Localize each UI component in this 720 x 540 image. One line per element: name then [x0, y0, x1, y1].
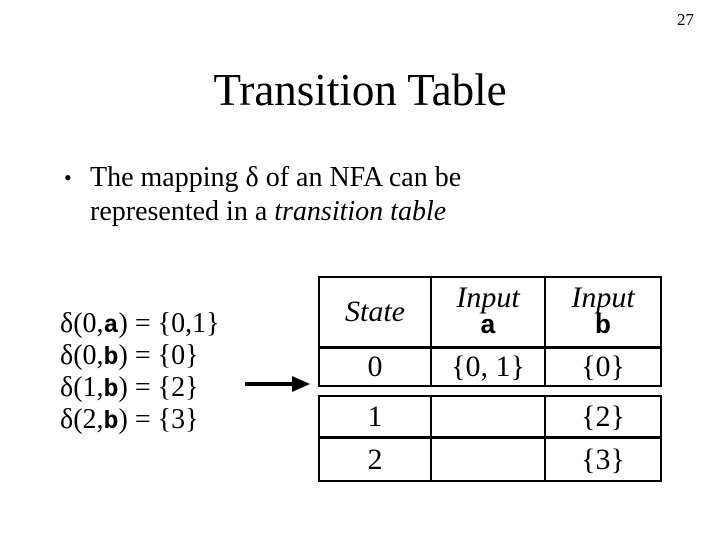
- header-state-label: State: [345, 295, 405, 328]
- equation-prefix: δ(0,: [60, 308, 104, 339]
- header-cell-input-b: Input b: [546, 278, 660, 346]
- cell-state: 2: [320, 439, 432, 480]
- state-value: 1: [367, 399, 383, 433]
- bullet-line-2-italic: transition table: [274, 196, 447, 227]
- equation-row: δ(1,b) = {2}: [60, 373, 220, 405]
- slide-title: Transition Table: [213, 65, 507, 115]
- bullet-item: • The mapping δ of an NFA can be represe…: [64, 161, 534, 229]
- delta-equations: δ(0,a) = {0,1} δ(0,b) = {0} δ(1,b) = {2}…: [60, 309, 220, 437]
- cell-input-b: {2}: [546, 397, 660, 436]
- transition-set: {0, 1}: [451, 350, 525, 383]
- header-input-a-symbol: a: [479, 312, 497, 342]
- equation-result: ) = {0}: [118, 340, 199, 371]
- equation-row: δ(2,b) = {3}: [60, 405, 220, 437]
- equation-result: ) = {3}: [118, 404, 199, 435]
- transition-set: {3}: [581, 442, 625, 476]
- header-input-label: Input: [456, 281, 520, 314]
- bullet-marker: •: [64, 165, 72, 190]
- equation-result: ) = {0,1}: [118, 308, 220, 339]
- transition-set: {0}: [581, 350, 625, 383]
- cell-state: 0: [320, 349, 432, 385]
- bullet-text: The mapping δ of an NFA can be represent…: [90, 161, 461, 229]
- header-cell-input-a: Input a: [432, 278, 546, 346]
- cell-input-a: {0, 1}: [432, 349, 546, 385]
- table-header-row: State Input a Input b: [318, 276, 662, 348]
- equation-input-symbol: b: [103, 343, 119, 372]
- equation-prefix: δ(1,: [60, 372, 104, 403]
- transition-table: State Input a Input b 0 {0, 1} {0} 1: [318, 276, 662, 482]
- right-arrow-icon: [243, 372, 311, 396]
- header-input-label: Input: [571, 281, 635, 314]
- cell-input-a: [432, 397, 546, 436]
- equation-prefix: δ(2,: [60, 404, 104, 435]
- page-number: 27: [677, 10, 694, 29]
- state-value: 0: [367, 350, 383, 383]
- cell-state: 1: [320, 397, 432, 436]
- equation-row: δ(0,a) = {0,1}: [60, 309, 220, 341]
- header-cell-state: State: [320, 278, 432, 346]
- equation-prefix: δ(0,: [60, 340, 104, 371]
- equation-row: δ(0,b) = {0}: [60, 341, 220, 373]
- equation-input-symbol: b: [103, 375, 119, 404]
- header-input-b-symbol: b: [594, 312, 612, 342]
- table-row: 1 {2}: [318, 395, 662, 438]
- cell-input-b: {3}: [546, 439, 660, 480]
- table-row: 2 {3}: [318, 437, 662, 482]
- equation-result: ) = {2}: [118, 372, 199, 403]
- cell-input-a: [432, 439, 546, 480]
- table-row: 0 {0, 1} {0}: [318, 347, 662, 387]
- cell-input-b: {0}: [546, 349, 660, 385]
- bullet-line-2: represented in a: [90, 196, 275, 227]
- bullet-line-1: The mapping δ of an NFA can be: [90, 162, 462, 193]
- equation-input-symbol: b: [103, 407, 119, 436]
- state-value: 2: [367, 442, 383, 476]
- equation-input-symbol: a: [103, 311, 119, 340]
- transition-set: {2}: [581, 399, 625, 433]
